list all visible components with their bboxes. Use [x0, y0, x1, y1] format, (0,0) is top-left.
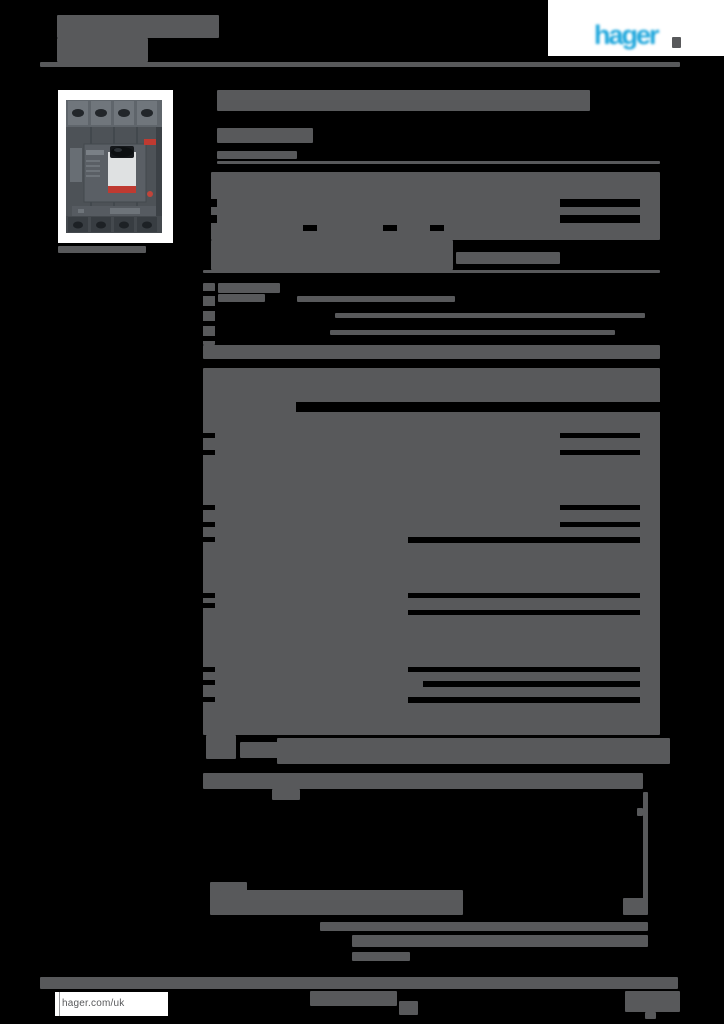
- redacted-text-block: [560, 199, 640, 207]
- redacted-text-block: [408, 697, 640, 703]
- redacted-text-block: [430, 225, 444, 231]
- redacted-text-block: [560, 450, 640, 455]
- redacted-text-block: [352, 935, 648, 947]
- brand-logo-box: hager: [548, 0, 724, 56]
- redacted-text-block: [203, 291, 215, 296]
- redacted-text-block: [203, 336, 215, 341]
- redacted-text-block: [303, 225, 317, 231]
- redacted-text-block: [277, 738, 670, 764]
- product-image: [58, 90, 173, 243]
- redacted-text-block: [272, 789, 300, 800]
- section-label-redacted: [217, 151, 297, 159]
- redacted-text-block: [637, 808, 643, 816]
- redacted-text-block: [399, 1001, 418, 1015]
- redacted-text-block: [240, 742, 310, 758]
- header-line-2-redacted: [57, 38, 148, 62]
- redacted-text-block: [203, 773, 643, 789]
- redacted-text-block: [203, 593, 215, 598]
- redacted-text-block: [203, 522, 215, 527]
- redacted-text-block: [310, 991, 397, 1006]
- redacted-text-block: [211, 215, 217, 223]
- redacted-text-block: [645, 1012, 656, 1019]
- redacted-text-block: [672, 37, 681, 48]
- redacted-text-block: [203, 680, 215, 685]
- redacted-text-block: [320, 922, 648, 931]
- redacted-text-block: [203, 270, 660, 273]
- redacted-text-block: [456, 252, 560, 264]
- redacted-text-block: [330, 330, 615, 335]
- redacted-text-block: [560, 433, 640, 438]
- redacted-text-block: [335, 313, 645, 318]
- redacted-text-block: [408, 610, 640, 615]
- redacted-text-block: [560, 522, 640, 527]
- image-caption-redacted: [58, 246, 146, 253]
- redacted-text-block: [408, 667, 640, 672]
- redacted-text-block: [203, 368, 660, 735]
- page-number-redacted: [625, 991, 680, 1012]
- redacted-text-block: [296, 402, 660, 412]
- redacted-text-block: [203, 283, 215, 345]
- redacted-text-block: [218, 283, 280, 293]
- redacted-text-block: [203, 505, 215, 510]
- redacted-text-block: [203, 537, 215, 542]
- breaker-indicator-dot: [147, 191, 153, 197]
- footer-rule: [40, 977, 678, 989]
- redacted-text-block: [408, 593, 640, 598]
- footer-site-link[interactable]: hager.com/uk: [59, 992, 124, 1016]
- circuit-breaker-illustration: [66, 100, 162, 233]
- redacted-text-block: [203, 667, 215, 672]
- title-redacted: [217, 90, 590, 111]
- redacted-text-block: [211, 240, 453, 270]
- redacted-text-block: [560, 215, 640, 223]
- redacted-text-block: [352, 952, 410, 961]
- redacted-text-block: [297, 296, 455, 302]
- redacted-text-block: [203, 345, 660, 359]
- redacted-text-block: [203, 450, 215, 455]
- breaker-red-stripe: [108, 186, 136, 193]
- redacted-text-block: [623, 898, 648, 915]
- section-rule: [217, 161, 660, 164]
- subtitle-redacted: [217, 128, 313, 143]
- redacted-text-block: [211, 199, 217, 207]
- table-right-border: [643, 792, 648, 902]
- redacted-text-block: [203, 603, 215, 608]
- hager-logo: hager: [594, 20, 660, 50]
- redacted-text-block: [560, 505, 640, 510]
- redacted-text-block: [203, 697, 215, 702]
- redacted-text-block: [203, 433, 215, 438]
- breaker-mini-label: [86, 150, 104, 155]
- redacted-text-block: [408, 537, 640, 543]
- redacted-text-block: [206, 735, 236, 759]
- redacted-text-block: [203, 306, 215, 311]
- header-line-1-redacted: [57, 15, 219, 38]
- redacted-text-block: [218, 294, 265, 302]
- footer-site-box: hager.com/uk: [55, 992, 168, 1016]
- redacted-text-block: [203, 321, 215, 326]
- header-rule: [40, 62, 680, 67]
- redacted-text-block: [220, 890, 463, 915]
- redacted-text-block: [383, 225, 397, 231]
- redacted-text-block: [423, 681, 640, 687]
